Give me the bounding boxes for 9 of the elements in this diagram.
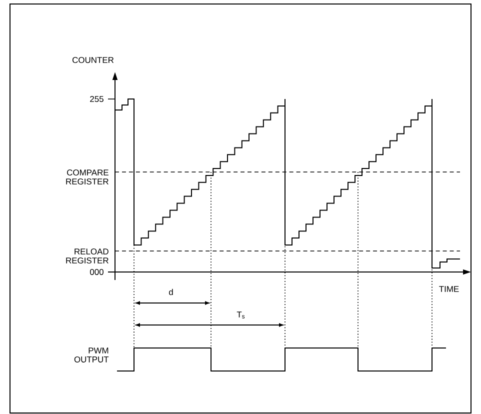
axis-label: 255 — [90, 96, 104, 102]
axis-label: PWM OUTPUT — [74, 348, 109, 362]
axis-label: d — [169, 288, 173, 296]
axis-label: COMPARE REGISTER — [66, 170, 108, 184]
axis-label: T$_{s}$ — [236, 312, 245, 318]
axis-label: TIME — [438, 285, 460, 293]
axis-label: COUNTER — [72, 57, 114, 63]
axis-label: RELOAD REGISTER — [66, 248, 108, 264]
axis-label: 000 — [90, 269, 104, 275]
